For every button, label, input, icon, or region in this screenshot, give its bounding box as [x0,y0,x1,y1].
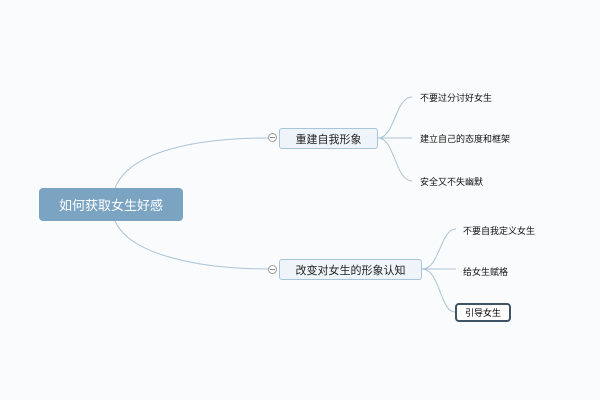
subtopic[interactable]: 安全又不失幽默 [420,178,484,188]
branch-topic[interactable]: 重建自我形象 [279,128,378,149]
subtopic[interactable]: 不要过分讨好女生 [420,94,493,104]
branch-topic[interactable]: 改变对女生的形象认知 [279,259,422,280]
connector [421,268,456,313]
connector [377,137,413,182]
subtopic[interactable]: 建立自己的态度和框架 [420,135,511,145]
subtopic[interactable]: 不要自我定义女生 [463,227,536,237]
root-topic[interactable]: 如何获取女生好感 [39,188,183,221]
connector [114,220,270,270]
connector [114,137,270,189]
collapse-toggle-icon[interactable] [268,265,277,274]
subtopic[interactable]: 给女生赋格 [463,268,509,278]
connector [421,228,457,270]
connector [377,96,413,139]
subtopic-selected[interactable]: 引导女生 [455,303,511,322]
collapse-toggle-icon[interactable] [268,133,277,142]
